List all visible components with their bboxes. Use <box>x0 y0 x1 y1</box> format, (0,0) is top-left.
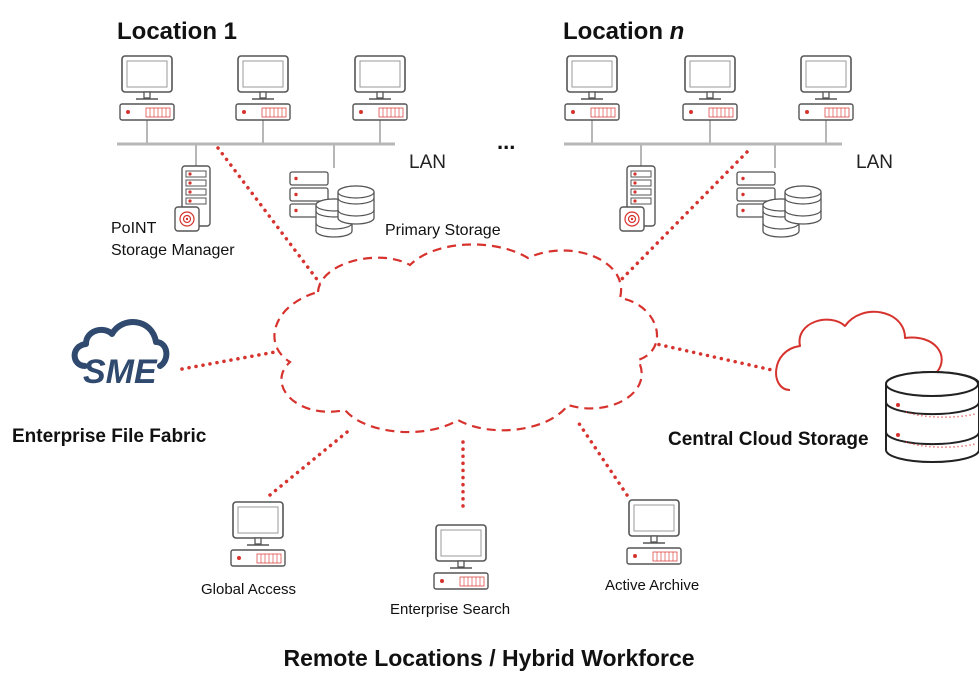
storage-manager-label-line1: PoINT <box>111 220 157 237</box>
workstation-icon <box>119 55 175 121</box>
storage-manager-label-line2: Storage Manager <box>111 242 235 259</box>
sme-logo-icon: SME <box>71 319 170 391</box>
primary-storage-label: Primary Storage <box>385 222 501 239</box>
global-access-workstation-icon <box>230 501 286 567</box>
central-cloud-storage-label: Central Cloud Storage <box>668 429 869 450</box>
active-archive-label: Active Archive <box>605 577 699 594</box>
lan-location-1 <box>117 120 395 168</box>
cloud-storage-database-icon <box>885 371 979 463</box>
location-1-title: Location 1 <box>117 18 237 45</box>
ellipsis: ... <box>497 129 515 154</box>
global-access-label: Global Access <box>201 581 296 598</box>
enterprise-search-label: Enterprise Search <box>390 601 510 618</box>
workstation-icon <box>682 55 738 121</box>
workstation-icon <box>798 55 854 121</box>
workstation-icon <box>564 55 620 121</box>
lan-label-location-n: LAN <box>856 152 893 173</box>
lan-label-location-1: LAN <box>409 152 446 173</box>
active-archive-workstation-icon <box>626 499 682 565</box>
diagram-footer-title: Remote Locations / Hybrid Workforce <box>283 645 694 671</box>
primary-storage-icon <box>736 171 822 238</box>
workstation-icon <box>235 55 291 121</box>
network-cloud-icon <box>273 243 658 434</box>
network-connections <box>180 146 774 508</box>
storage-manager-server-icon <box>619 165 656 232</box>
sme-logo-text: SME <box>83 353 158 391</box>
storage-manager-server-icon <box>174 165 211 232</box>
primary-storage-icon <box>289 171 375 238</box>
enterprise-search-workstation-icon <box>433 524 489 590</box>
cloud-outline-icon <box>775 310 943 391</box>
enterprise-file-fabric-label: Enterprise File Fabric <box>12 426 207 447</box>
workstation-icon <box>352 55 408 121</box>
lan-location-n <box>564 120 842 168</box>
location-n-title: Location n <box>563 18 684 45</box>
